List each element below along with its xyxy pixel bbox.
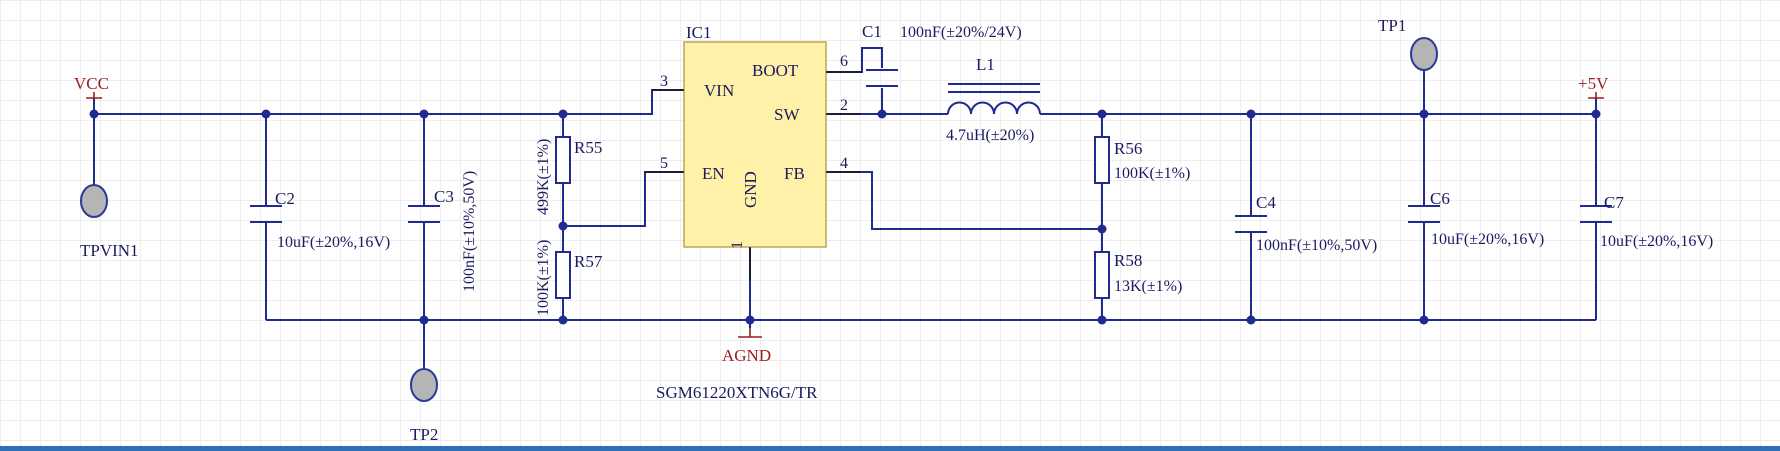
junctions	[89, 109, 1601, 325]
c7-ref: C7	[1604, 193, 1624, 212]
ic1-vin-num: 3	[660, 73, 668, 90]
ic1-gnd-num: 1	[729, 241, 746, 249]
vcc-port: VCC	[74, 74, 109, 99]
c3-value: 100nF(±10%,50V)	[461, 171, 478, 292]
capacitor-c7: C7 10uF(±20%,16V)	[1580, 193, 1713, 250]
vcc-label: VCC	[74, 74, 109, 93]
capacitor-c2: C2 10uF(±20%,16V)	[250, 189, 390, 251]
capacitor-c3: C3 100nF(±10%,50V)	[408, 171, 478, 292]
c1-ref: C1	[862, 22, 882, 41]
agnd-port: AGND	[722, 328, 771, 365]
out-5v-port: +5V	[1578, 74, 1609, 99]
ic1-fb-num: 4	[840, 155, 848, 172]
ic1-sw-name: SW	[774, 105, 800, 124]
c6-value: 10uF(±20%,16V)	[1431, 231, 1544, 248]
c1-value: 100nF(±20%/24V)	[900, 24, 1022, 41]
ic1: IC1 SGM61220XTN6G/TR 3 VIN 5 EN 6 BOOT 2…	[645, 23, 862, 402]
c4-ref: C4	[1256, 193, 1276, 212]
l1-value: 4.7uH(±20%)	[946, 127, 1034, 144]
r56-ref: R56	[1114, 139, 1142, 158]
ic1-fb-name: FB	[784, 164, 805, 183]
testpoint-tp1: TP1	[1378, 16, 1438, 71]
c7-value: 10uF(±20%,16V)	[1600, 233, 1713, 250]
r58-ref: R58	[1114, 251, 1142, 270]
r55-value: 499K(±1%)	[535, 139, 552, 215]
c3-ref: C3	[434, 187, 454, 206]
testpoint-tpvin1: TPVIN1	[80, 184, 139, 260]
bottom-bar	[0, 446, 1780, 451]
resistor-r58: R58 13K(±1%)	[1094, 251, 1182, 299]
ic1-vin-name: VIN	[704, 81, 734, 100]
r55-ref: R55	[574, 138, 602, 157]
capacitor-c4: C4 100nF(±10%,50V)	[1235, 193, 1377, 254]
resistor-r55: R55 499K(±1%)	[535, 136, 602, 215]
testpoint-tp2: TP2	[410, 368, 438, 444]
ic1-ref: IC1	[686, 23, 712, 42]
ic1-boot-name: BOOT	[752, 61, 799, 80]
ic1-part: SGM61220XTN6G/TR	[656, 383, 818, 402]
c4-value: 100nF(±10%,50V)	[1256, 237, 1377, 254]
ic1-en-name: EN	[702, 164, 725, 183]
capacitor-c6: C6 10uF(±20%,16V)	[1408, 189, 1544, 248]
resistor-r56: R56 100K(±1%)	[1094, 136, 1190, 184]
tpvin1-label: TPVIN1	[80, 241, 139, 260]
ic1-en-num: 5	[660, 155, 668, 172]
capacitor-c1: C1 100nF(±20%/24V)	[862, 22, 1022, 87]
ic1-gnd-name: GND	[741, 171, 760, 208]
r56-value: 100K(±1%)	[1114, 165, 1190, 182]
r57-ref: R57	[574, 252, 603, 271]
tp2-label: TP2	[410, 425, 438, 444]
inductor-l1: L1 4.7uH(±20%)	[946, 55, 1041, 144]
agnd-label: AGND	[722, 346, 771, 365]
ic1-body	[683, 41, 827, 248]
l1-ref: L1	[976, 55, 995, 74]
tp1-label: TP1	[1378, 16, 1406, 35]
resistor-r57: R57 100K(±1%)	[535, 240, 603, 316]
out-5v-label: +5V	[1578, 74, 1609, 93]
c2-value: 10uF(±20%,16V)	[277, 234, 390, 251]
r57-value: 100K(±1%)	[535, 240, 552, 316]
ic1-sw-num: 2	[840, 97, 848, 114]
ic1-boot-num: 6	[840, 53, 848, 70]
c2-ref: C2	[275, 189, 295, 208]
c6-ref: C6	[1430, 189, 1450, 208]
r58-value: 13K(±1%)	[1114, 278, 1182, 295]
